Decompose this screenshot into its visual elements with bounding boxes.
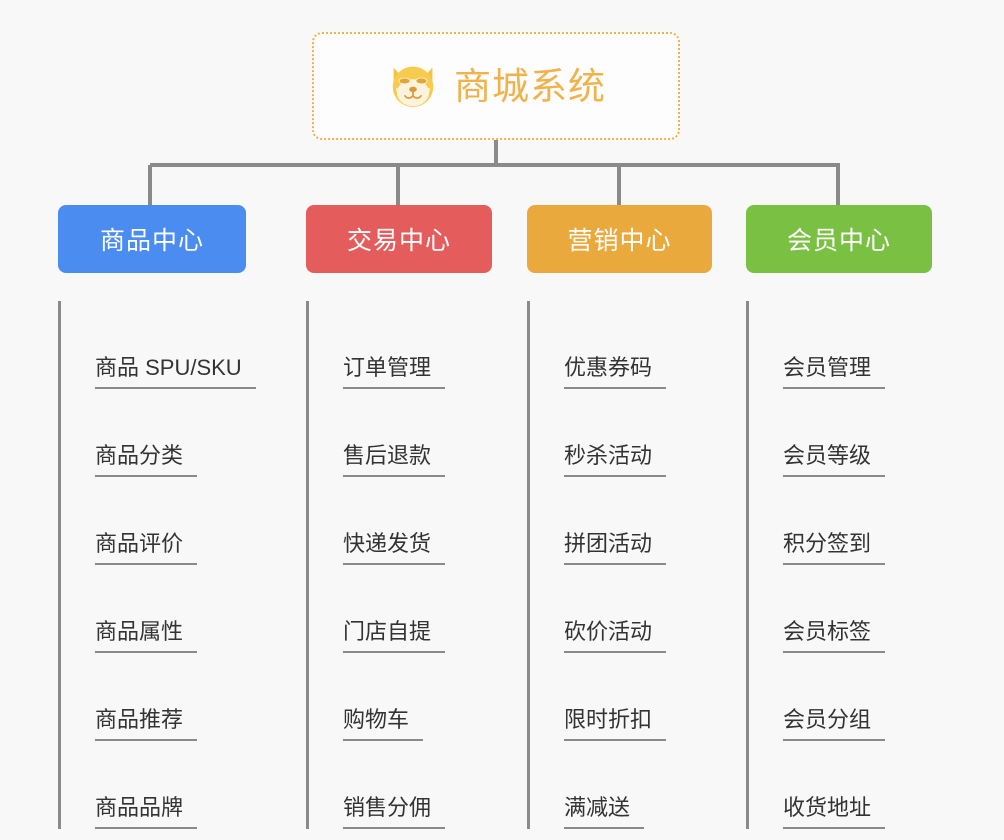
leaf-list-3: 优惠券码 秒杀活动 拼团活动 砍价活动 限时折扣 满减送 <box>527 301 712 829</box>
leaf-list-4: 会员管理 会员等级 积分签到 会员标签 会员分组 收货地址 <box>746 301 932 829</box>
leaf-item-label: 会员标签 <box>783 618 886 653</box>
leaf-item[interactable]: 售后退款 <box>309 389 492 477</box>
branch-column-4: 会员中心 会员管理 会员等级 积分签到 会员标签 会员分组 收货地址 <box>746 205 932 829</box>
leaf-list-1: 商品 SPU/SKU 商品分类 商品评价 商品属性 商品推荐 商品品牌 <box>58 301 256 829</box>
leaf-item[interactable]: 商品评价 <box>61 477 246 565</box>
leaf-item-label: 会员等级 <box>783 442 886 477</box>
branch-header-label: 商品中心 <box>99 227 204 255</box>
branch-header-3[interactable]: 营销中心 <box>527 205 712 273</box>
leaf-item[interactable]: 商品分类 <box>61 389 246 477</box>
leaf-item-label: 购物车 <box>343 706 424 741</box>
leaf-item[interactable]: 商品属性 <box>61 565 246 653</box>
leaf-item-label: 商品分类 <box>95 442 198 477</box>
leaf-item[interactable]: 订单管理 <box>309 301 492 389</box>
leaf-item[interactable]: 门店自提 <box>309 565 492 653</box>
leaf-item[interactable]: 商品品牌 <box>61 741 246 829</box>
branch-column-3: 营销中心 优惠券码 秒杀活动 拼团活动 砍价活动 限时折扣 满减送 <box>527 205 712 829</box>
leaf-item-label: 订单管理 <box>343 354 446 389</box>
branch-header-2[interactable]: 交易中心 <box>306 205 492 273</box>
leaf-item[interactable]: 砍价活动 <box>530 565 712 653</box>
branch-header-label: 营销中心 <box>567 227 672 255</box>
branch-header-1[interactable]: 商品中心 <box>58 205 246 273</box>
branch-column-2: 交易中心 订单管理 售后退款 快递发货 门店自提 购物车 销售分佣 <box>306 205 492 829</box>
branch-column-1: 商品中心 商品 SPU/SKU 商品分类 商品评价 商品属性 商品推荐 商品品牌 <box>58 205 256 829</box>
branch-header-4[interactable]: 会员中心 <box>746 205 932 273</box>
leaf-item[interactable]: 销售分佣 <box>309 741 492 829</box>
leaf-item[interactable]: 会员等级 <box>749 389 932 477</box>
root-node[interactable]: 商城系统 <box>312 32 680 140</box>
root-title: 商城系统 <box>454 65 606 107</box>
leaf-item[interactable]: 满减送 <box>530 741 712 829</box>
leaf-item[interactable]: 优惠券码 <box>530 301 712 389</box>
dog-face-icon <box>392 66 434 108</box>
leaf-item[interactable]: 会员管理 <box>749 301 932 389</box>
leaf-item-label: 商品属性 <box>95 618 198 653</box>
leaf-item[interactable]: 商品 SPU/SKU <box>61 301 256 389</box>
leaf-item-label: 门店自提 <box>343 618 446 653</box>
leaf-item-label: 商品推荐 <box>95 706 198 741</box>
leaf-item[interactable]: 收货地址 <box>749 741 932 829</box>
leaf-item[interactable]: 秒杀活动 <box>530 389 712 477</box>
leaf-item[interactable]: 快递发货 <box>309 477 492 565</box>
leaf-item-label: 砍价活动 <box>564 618 667 653</box>
leaf-item-label: 优惠券码 <box>564 354 667 389</box>
branch-header-label: 会员中心 <box>786 227 891 255</box>
leaf-item-label: 售后退款 <box>343 442 446 477</box>
leaf-item-label: 拼团活动 <box>564 530 667 565</box>
leaf-item-label: 会员管理 <box>783 354 886 389</box>
leaf-item-label: 销售分佣 <box>343 794 446 829</box>
leaf-list-2: 订单管理 售后退款 快递发货 门店自提 购物车 销售分佣 <box>306 301 492 829</box>
leaf-item-label: 快递发货 <box>343 530 446 565</box>
leaf-item-label: 商品品牌 <box>95 794 198 829</box>
leaf-item[interactable]: 拼团活动 <box>530 477 712 565</box>
leaf-item[interactable]: 积分签到 <box>749 477 932 565</box>
leaf-item-label: 商品评价 <box>95 530 198 565</box>
leaf-item-label: 满减送 <box>564 794 645 829</box>
leaf-item[interactable]: 限时折扣 <box>530 653 712 741</box>
leaf-item-label: 秒杀活动 <box>564 442 667 477</box>
leaf-item[interactable]: 购物车 <box>309 653 492 741</box>
leaf-item-label: 会员分组 <box>783 706 886 741</box>
branch-header-label: 交易中心 <box>346 227 451 255</box>
leaf-item-label: 限时折扣 <box>564 706 667 741</box>
leaf-item[interactable]: 商品推荐 <box>61 653 246 741</box>
leaf-item[interactable]: 会员标签 <box>749 565 932 653</box>
leaf-item[interactable]: 会员分组 <box>749 653 932 741</box>
leaf-item-label: 商品 SPU/SKU <box>95 354 256 389</box>
leaf-item-label: 积分签到 <box>783 530 886 565</box>
leaf-item-label: 收货地址 <box>783 794 886 829</box>
